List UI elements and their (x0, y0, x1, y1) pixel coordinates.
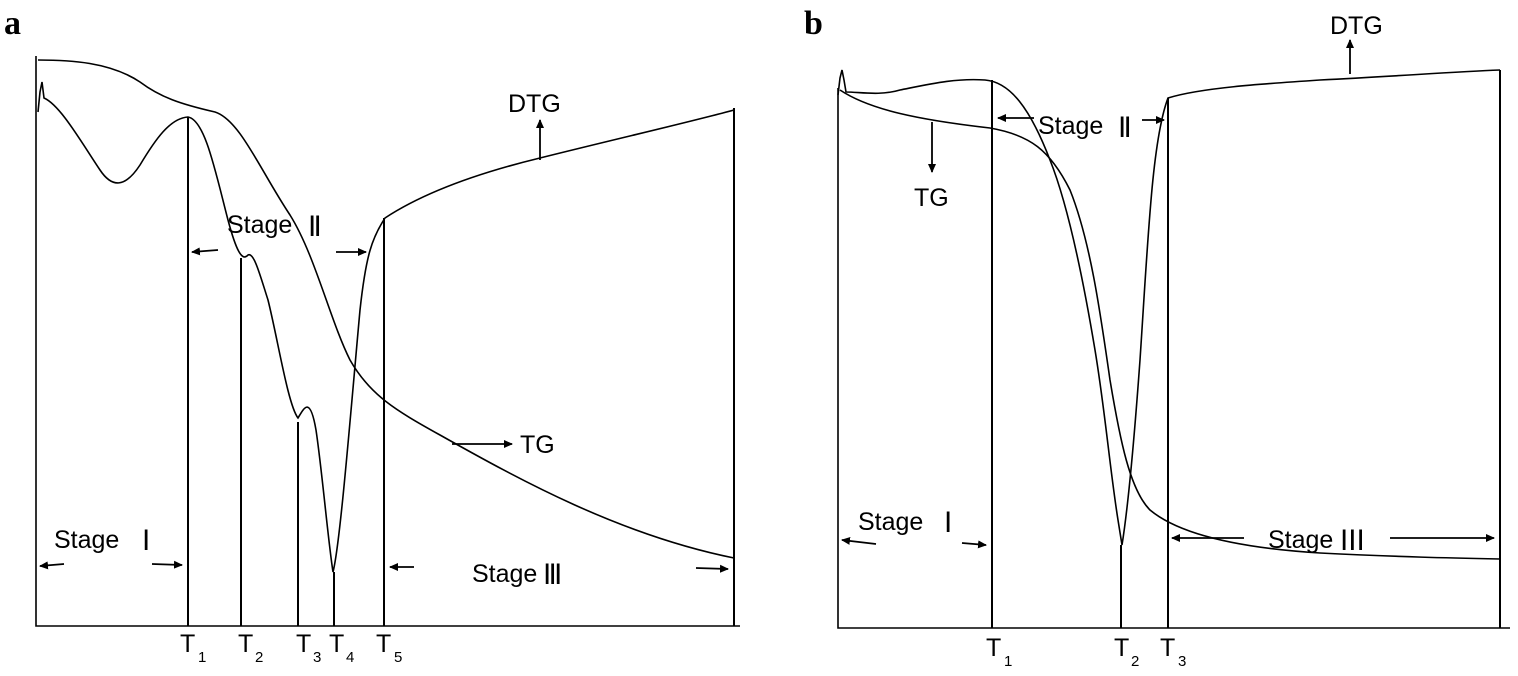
panel-a-tg-label: TG (520, 431, 555, 459)
panel-b-stage1-label: Stage (858, 508, 923, 536)
panel-a-stage1-label: Stage (54, 526, 119, 554)
panel-a-axes (35, 56, 740, 627)
panel-a-stage3-numeral: Ⅲ (543, 560, 562, 591)
panel-a-stage1-numeral: Ⅰ (142, 526, 150, 557)
panel-b-marker-t3-sub: 3 (1178, 653, 1186, 670)
panel-a-marker-t1-sub: 1 (198, 649, 206, 666)
panel-a-marker-t2: T (238, 630, 253, 658)
panel-a-dtg-label: DTG (508, 90, 561, 118)
panel-a-marker-t5: T (376, 630, 391, 658)
panel-a-marker-t1: T (180, 630, 195, 658)
panel-b-marker-t1: T (986, 634, 1001, 662)
panel-a-marker-t4-sub: 4 (346, 649, 354, 666)
panel-b-marker-t2: T (1114, 634, 1129, 662)
panel-b-axes (837, 88, 1510, 629)
panel-b-tg-curve (839, 89, 1501, 560)
panel-a-stage2-label: Stage (227, 211, 292, 239)
panel-b-letter: b (804, 5, 823, 42)
panel-a-tg-curve (37, 59, 735, 559)
panel-b: b T 1 T 2 T 3 Stage Ⅰ Stage Ⅱ Stage ⅠⅠⅠ (804, 5, 1510, 670)
panel-a-letter: a (4, 5, 21, 42)
panel-a-marker-t3: T (296, 630, 311, 658)
panel-a-marker-t2-sub: 2 (255, 649, 263, 666)
panel-b-stage3-numeral: ⅠⅠⅠ (1340, 526, 1365, 557)
panel-b-tg-label: TG (914, 184, 949, 212)
panel-b-dtg-curve (837, 69, 1501, 546)
panel-b-stage2-numeral: Ⅱ (1118, 113, 1132, 144)
panel-a-stage1-arrow-right (151, 560, 183, 569)
panel-a-stage1-arrow-left (39, 561, 65, 570)
panel-a-stage2-numeral: Ⅱ (308, 212, 322, 243)
panel-a-marker-t3-sub: 3 (313, 649, 321, 666)
panel-a: a T 1 T 2 T 3 T 4 T 5 Stage Ⅰ Stage Ⅱ (4, 5, 740, 666)
panel-a-stage3-label: Stage (472, 560, 537, 588)
panel-a-dtg-curve (37, 81, 735, 573)
panel-b-stage1-arrow-left (841, 536, 877, 545)
panel-b-stage1-arrow-right (961, 540, 987, 549)
panel-b-stage3-label: Stage (1268, 526, 1333, 554)
panel-b-marker-t3: T (1160, 634, 1175, 662)
panel-b-stage2-label: Stage (1038, 112, 1103, 140)
panel-b-stage1-numeral: Ⅰ (944, 508, 952, 539)
panel-b-marker-t2-sub: 2 (1131, 653, 1139, 670)
panel-a-stage2-arrow-left (191, 247, 219, 256)
panel-b-dtg-label: DTG (1330, 12, 1383, 40)
panel-a-marker-t4: T (329, 630, 344, 658)
panel-a-marker-t5-sub: 5 (394, 649, 402, 666)
panel-b-marker-t1-sub: 1 (1004, 653, 1012, 670)
panel-a-stage3-arrow-right (695, 564, 729, 573)
